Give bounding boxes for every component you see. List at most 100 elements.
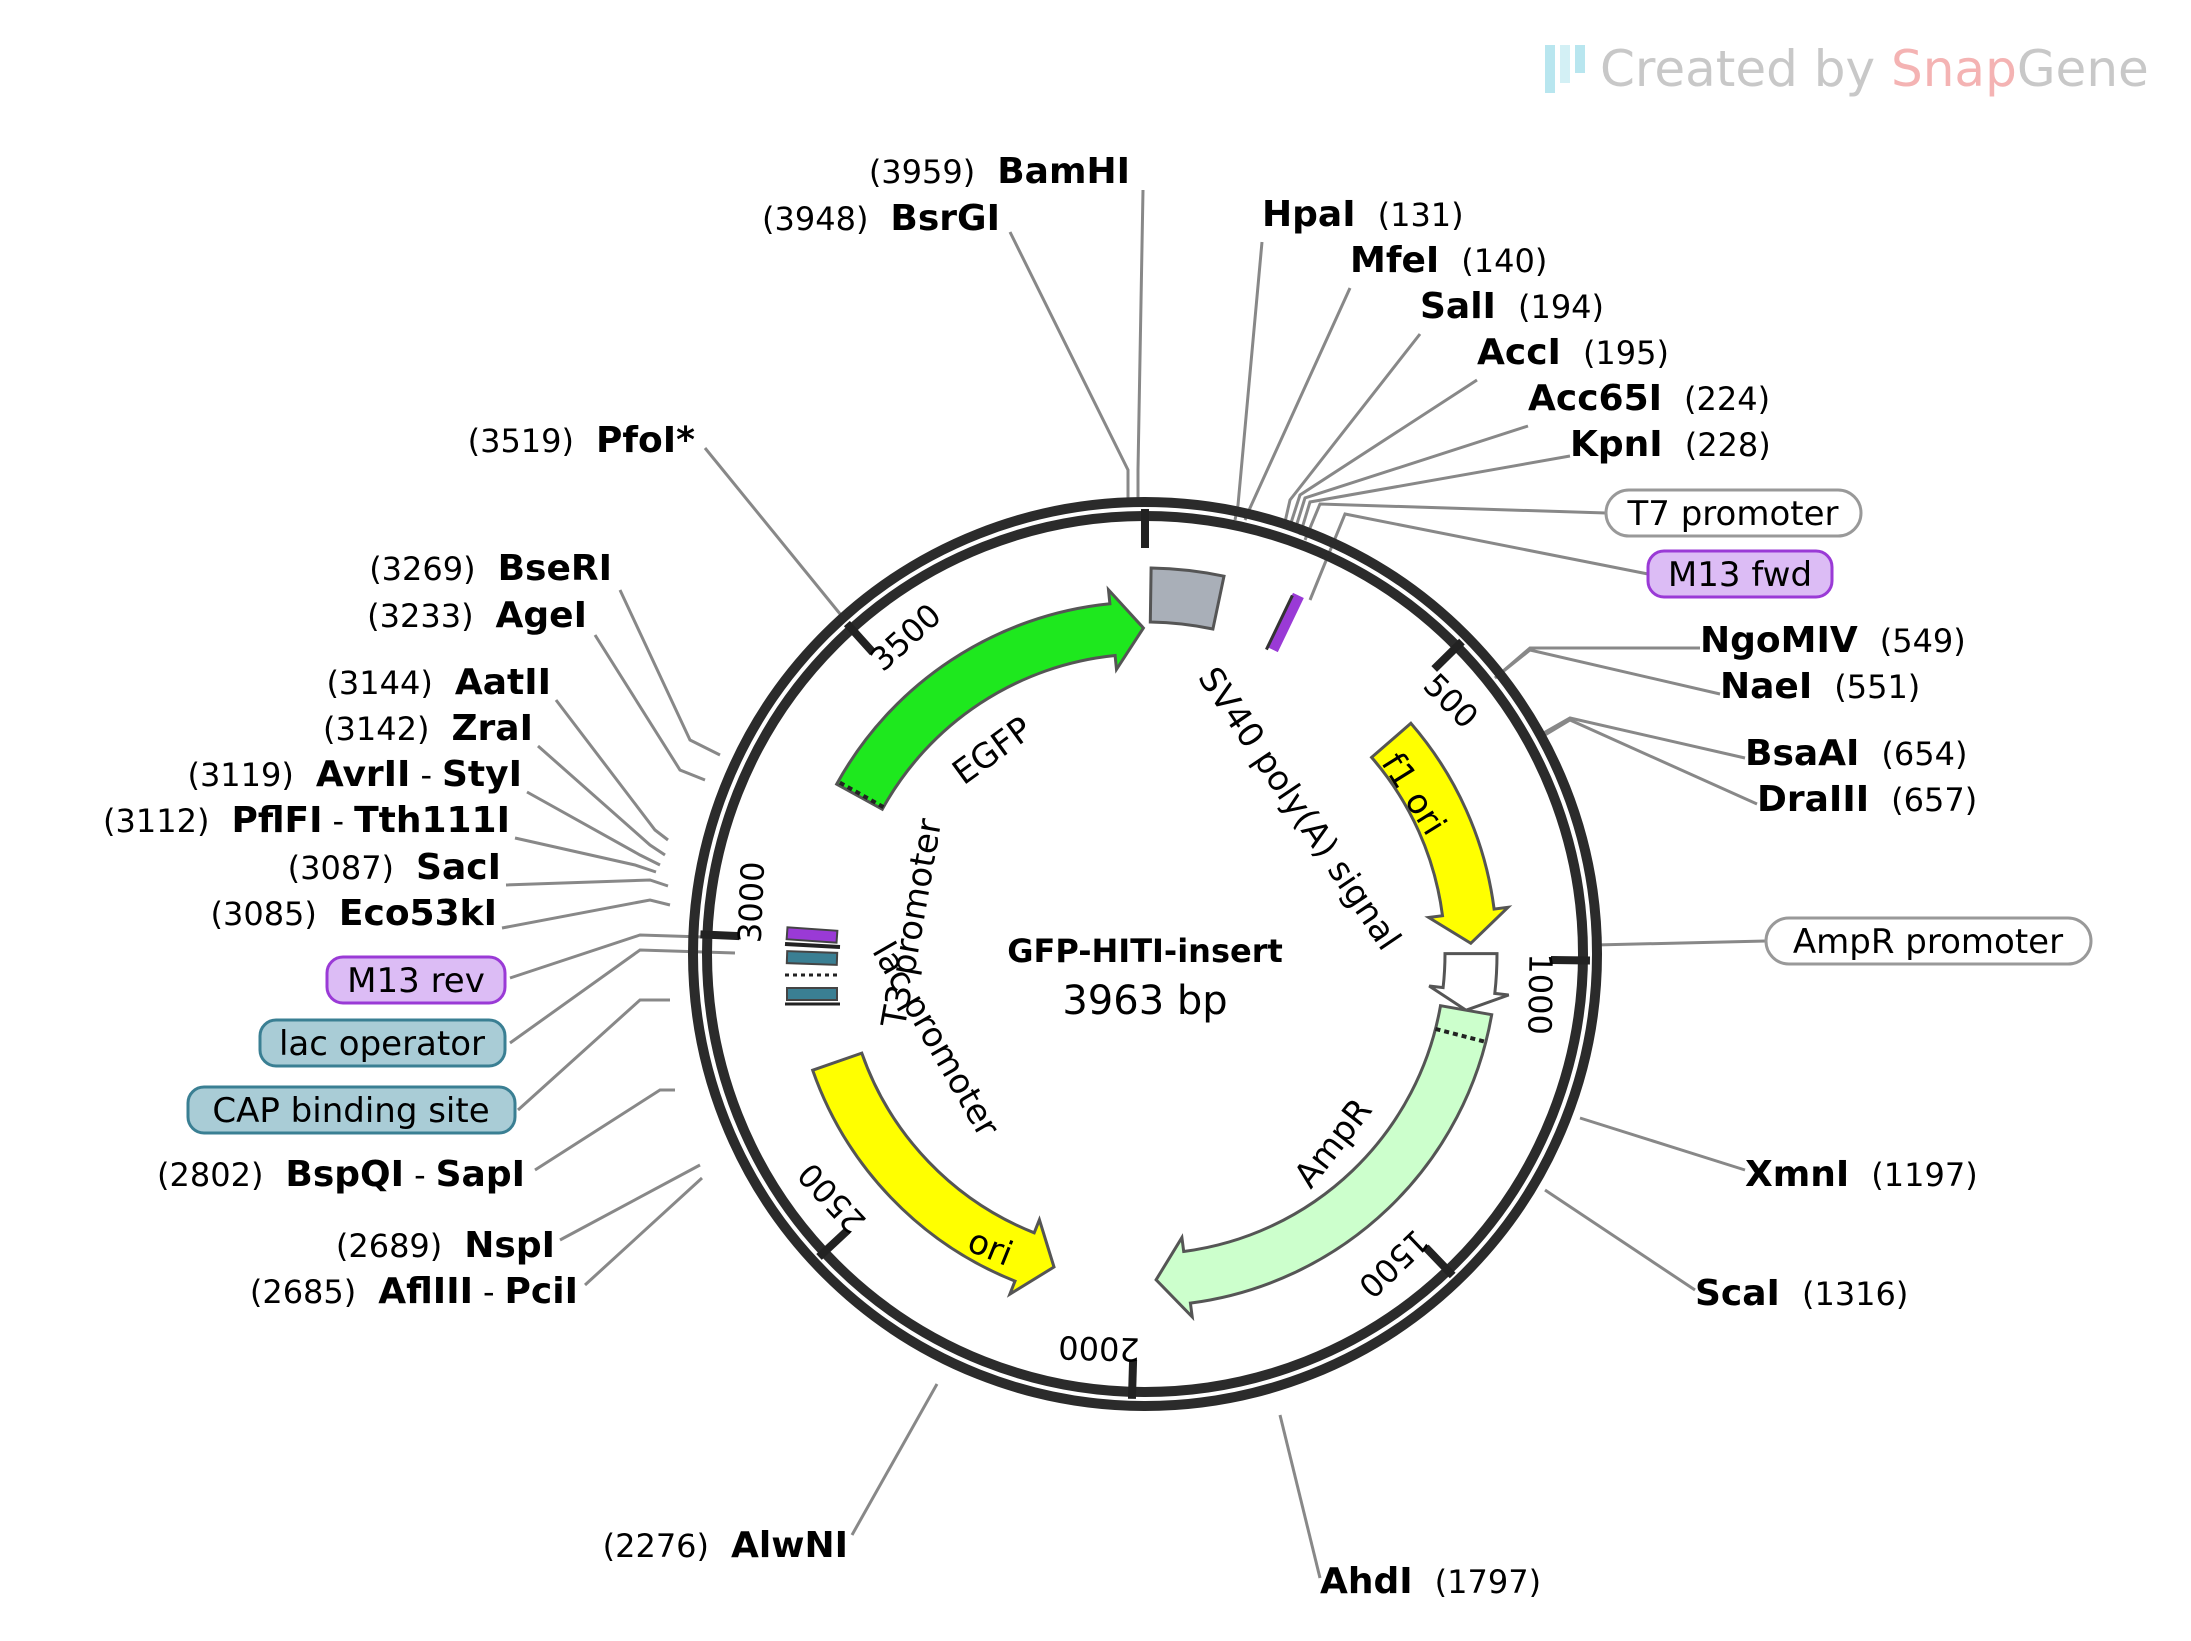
svg-text:BsaAI(654): BsaAI(654): [1745, 733, 1967, 774]
svg-text:MfeI(140): MfeI(140): [1350, 240, 1547, 281]
svg-text:AmpR promoter: AmpR promoter: [1793, 922, 2063, 962]
leader-line: [1288, 378, 1478, 527]
svg-text:(3948)BsrGI: (3948)BsrGI: [762, 198, 1000, 239]
svg-text:KpnI(228): KpnI(228): [1570, 424, 1771, 465]
tick-label: 3000: [731, 861, 773, 944]
feature-arc-ampr: [1154, 1003, 1494, 1322]
feature-label-egfp: EGFP: [945, 709, 1040, 793]
leader-line: [554, 699, 669, 842]
svg-text:M13 fwd: M13 fwd: [1668, 555, 1812, 595]
tick-mark: [1550, 955, 1591, 965]
feature-arc-amprprom: [1428, 952, 1510, 1012]
tick-label: 500: [1416, 666, 1486, 736]
leader-line: [1243, 287, 1352, 521]
site-label-pfoi: (3519)PfoI*: [468, 420, 696, 461]
leader-line: [505, 878, 669, 888]
svg-text:(3959)BamHI: (3959)BamHI: [869, 151, 1130, 192]
site-label-eco53ki: (3085)Eco53kI: [210, 893, 497, 934]
svg-text:Created by SnapGene: Created by SnapGene: [1600, 40, 2149, 98]
svg-text:(3269)BseRI: (3269)BseRI: [369, 548, 612, 589]
small-feature-marks: [784, 926, 841, 1006]
feature-label-sv40: SV40 poly(A) signal: [1190, 660, 1409, 958]
tick-mark: [816, 1227, 851, 1260]
plasmid-name: GFP-HITI-insert: [1007, 932, 1283, 970]
site-label-alwni: (2276)AlwNI: [603, 1525, 848, 1566]
site-label-hpai: HpaI(131): [1262, 194, 1464, 235]
leader-line: [516, 998, 670, 1112]
svg-text:NgoMIV(549): NgoMIV(549): [1700, 620, 1966, 661]
site-label-aatii: (3144)AatII: [326, 662, 551, 703]
site-label-scai: ScaI(1316): [1695, 1273, 1908, 1314]
leader-line: [583, 1176, 704, 1287]
leader-line: [514, 836, 657, 874]
svg-text:(3087)SacI: (3087)SacI: [288, 847, 501, 888]
feature-arc-egfp: [834, 585, 1146, 812]
leader-line: [1544, 1188, 1696, 1292]
svg-text:(3233)AgeI: (3233)AgeI: [367, 595, 587, 636]
svg-text:NaeI(551): NaeI(551): [1720, 666, 1920, 707]
site-label-afliii-pcii: (2685)AflIII-PciI: [250, 1271, 578, 1312]
svg-text:(3119)AvrII-StyI: (3119)AvrII-StyI: [187, 754, 522, 795]
plasmid-length: 3963 bp: [1062, 978, 1227, 1024]
tick-mark: [1127, 1359, 1138, 1399]
svg-text:(3142)ZraI: (3142)ZraI: [323, 708, 533, 749]
feature-arc-f1ori: [1369, 721, 1513, 946]
watermark-gene: Gene: [2017, 40, 2149, 98]
leader-line: [537, 744, 666, 857]
leader-line: [1008, 231, 1130, 505]
leader-line: [1579, 1116, 1746, 1172]
leader-line: [1278, 1414, 1322, 1579]
snapgene-logo-icon: [1545, 45, 1585, 93]
boxed-label-m13-rev: M13 rev: [325, 955, 507, 1005]
feature-arcs: [810, 566, 1513, 1322]
tick-label: 2000: [1058, 1328, 1141, 1368]
site-label-draiii: DraIII(657): [1757, 779, 1977, 820]
watermark-prefix: Created by: [1600, 40, 1891, 98]
m13-fwd-mark: [1266, 592, 1304, 653]
svg-text:AhdI(1797): AhdI(1797): [1320, 1561, 1541, 1602]
boxed-label-t7-promoter: T7 promoter: [1604, 488, 1863, 538]
feature-arc-sv40: [1148, 566, 1226, 631]
leader-line: [1494, 648, 1721, 696]
site-label-nspi: (2689)NspI: [336, 1225, 555, 1266]
svg-text:AccI(195): AccI(195): [1477, 332, 1669, 373]
site-label-xmni: XmnI(1197): [1745, 1154, 1978, 1195]
tick-label: 1000: [1520, 953, 1559, 1035]
svg-text:(2802)BspQI-SapI: (2802)BspQI-SapI: [157, 1154, 525, 1195]
leader-line: [850, 1383, 939, 1536]
svg-text:(3519)PfoI*: (3519)PfoI*: [468, 420, 696, 461]
svg-text:(3112)PflFI-Tth111I: (3112)PflFI-Tth111I: [103, 800, 510, 841]
leader-line: [526, 790, 661, 867]
svg-text:(3144)AatII: (3144)AatII: [326, 662, 551, 703]
svg-text:Acc65I(224): Acc65I(224): [1528, 378, 1770, 419]
leader-line: [1539, 716, 1746, 760]
leader-line: [509, 933, 736, 980]
svg-text:M13 rev: M13 rev: [347, 961, 485, 1001]
feature-arc-ori: [810, 1051, 1056, 1298]
site-label-bsrgi: (3948)BsrGI: [762, 198, 1000, 239]
feature-label-t3-promoter: T3 promoter: [874, 816, 950, 1032]
site-label-ngomiv: NgoMIV(549): [1700, 620, 1966, 661]
svg-text:(2685)AflIII-PciI: (2685)AflIII-PciI: [250, 1271, 578, 1312]
leader-line: [1308, 512, 1649, 601]
site-label-saci: (3087)SacI: [288, 847, 501, 888]
svg-text:lac operator: lac operator: [279, 1024, 485, 1064]
site-label-agei: (3233)AgeI: [367, 595, 587, 636]
leader-line: [1298, 454, 1571, 536]
boxed-label-m13-fwd: M13 fwd: [1646, 549, 1834, 599]
svg-text:ScaI(1316): ScaI(1316): [1695, 1273, 1908, 1314]
tick-mark: [1431, 638, 1465, 672]
tick-mark: [843, 620, 876, 656]
site-label-avrii-styi: (3119)AvrII-StyI: [187, 754, 522, 795]
site-label-bsaai: BsaAI(654): [1745, 733, 1967, 774]
svg-text:(3085)Eco53kI: (3085)Eco53kI: [210, 893, 497, 934]
boxed-label-lac-operator: lac operator: [258, 1018, 507, 1068]
svg-text:CAP binding site: CAP binding site: [212, 1091, 489, 1131]
leader-line: [703, 447, 847, 621]
svg-text:(2689)NspI: (2689)NspI: [336, 1225, 555, 1266]
site-label-pflfi-tth111i: (3112)PflFI-Tth111I: [103, 800, 510, 841]
leader-line: [1539, 718, 1758, 806]
leader-line: [1233, 241, 1264, 521]
svg-text:(2276)AlwNI: (2276)AlwNI: [603, 1525, 848, 1566]
